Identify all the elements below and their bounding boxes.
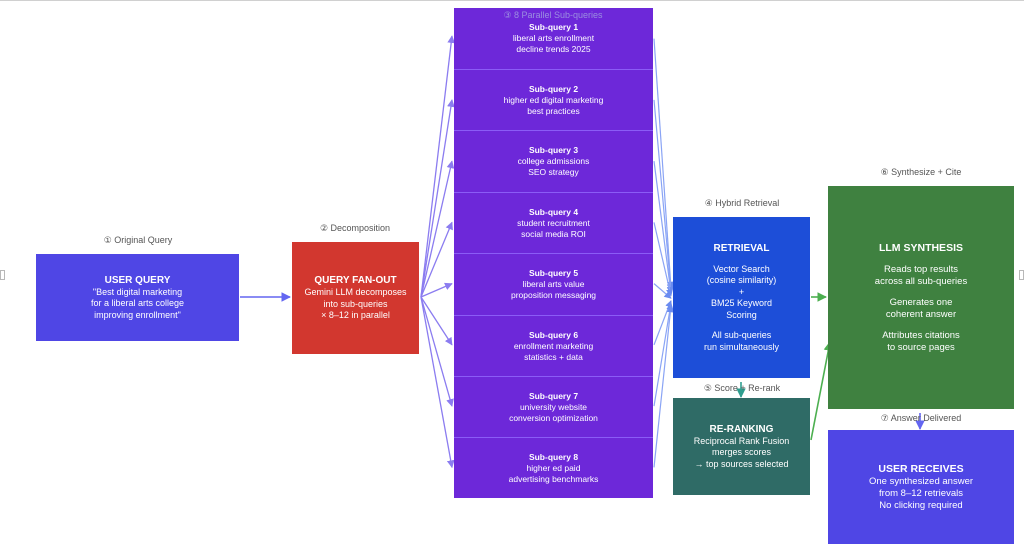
merge-arrow [653,38,675,289]
merge-arrow [653,305,674,468]
synth-line: Reads top results [884,263,958,275]
subquery-title: Sub-query 8 [528,451,579,462]
retrieval-line: + [738,286,745,297]
fanout-arrow [420,35,456,298]
step-label-answer-delivered: ⑦ Answer Delivered [880,413,962,423]
subquery-title: Sub-query 5 [528,268,579,278]
subquery-title: Sub-query 2 [528,83,579,94]
user-query-title: USER QUERY [104,274,171,286]
subquery-line: higher ed paid [526,462,581,473]
subquery-line: college admissions [517,156,590,166]
subqueries-panel: Sub-query 1 liberal arts enrollment decl… [454,8,653,498]
subquery-line: university website [519,401,588,412]
subquery-line: liberal arts enrollment [512,33,595,43]
subquery-card-4[interactable]: Sub-query 4 student recruitment social m… [454,192,653,253]
retrieval-box[interactable]: RETRIEVAL Vector Search (cosine similari… [673,217,810,378]
receives-title: USER RECEIVES [878,462,964,475]
fanout-line: × 8–12 in parallel [321,310,390,321]
subquery-line: proposition messaging [510,290,597,300]
synth-line: Attributes citations [882,329,960,341]
fanout-arrow [420,296,453,346]
subquery-line: decline trends 2025 [516,44,591,54]
merge-arrow [653,222,674,297]
rerank-line: → top sources selected [694,458,789,469]
subquery-line: social media ROI [521,228,586,239]
fanout-line: Gemini LLM decomposes [304,287,407,298]
user-query-box[interactable]: USER QUERY "Best digital marketing for a… [36,254,239,341]
merge-arrow [653,300,673,346]
subquery-title: Sub-query 3 [528,145,579,155]
step-label-hybrid-retrieval: ④ Hybrid Retrieval [704,198,780,208]
left-edge-handle[interactable] [0,270,5,280]
fanout-arrow [420,221,453,298]
merge-arrows [653,38,675,468]
subquery-line: SEO strategy [528,167,579,177]
fanout-arrow [420,296,454,407]
llm-synthesis-box[interactable]: LLM SYNTHESIS Reads top results across a… [828,186,1014,409]
fanout-arrow [420,99,455,298]
user-query-line: "Best digital marketing [92,286,183,297]
fanout-arrow [420,282,453,298]
user-receives-box[interactable]: USER RECEIVES One synthesized answer fro… [828,430,1014,544]
retrieval-line: Vector Search [713,263,770,274]
reranking-box[interactable]: RE-RANKING Reciprocal Rank Fusion merges… [673,398,810,495]
step-label-decomposition: ② Decomposition [319,223,391,233]
fanout-title: QUERY FAN-OUT [314,275,397,287]
retrieval-line: Scoring [726,309,757,320]
step-label-synthesize-cite: ⑥ Synthesize + Cite [880,167,962,177]
subquery-line: advertising benchmarks [508,473,599,484]
subquery-card-6[interactable]: Sub-query 6 enrollment marketing statist… [454,315,653,376]
step-label-score-rerank: ⑤ Score + Re-rank [703,383,781,393]
fanout-arrows [420,35,456,469]
subquery-line: student recruitment [517,217,590,228]
step-label-original-query: ① Original Query [103,235,173,245]
retrieval-line: All sub-queries [711,330,772,341]
merge-arrow [653,283,672,299]
subquery-title: Sub-query 1 [528,22,579,32]
subquery-line: conversion optimization [509,412,598,423]
query-fanout-box[interactable]: QUERY FAN-OUT Gemini LLM decomposes into… [292,242,419,354]
subquery-card-3[interactable]: Sub-query 3 college admissions SEO strat… [454,130,653,192]
user-query-line: for a liberal arts college [90,298,185,309]
synth-line: to source pages [887,341,955,353]
retrieval-line: (cosine similarity) [706,275,777,286]
subquery-line: statistics + data [524,351,583,362]
merge-arrow [653,161,674,294]
retrieval-line: run simultaneously [703,341,780,352]
rerank-line: merges scores [711,447,772,458]
fanout-line: into sub-queries [323,298,388,309]
retrieval-line: BM25 Keyword [710,298,773,309]
merge-arrow [653,99,675,292]
rerank-title: RE-RANKING [709,423,774,435]
synth-title: LLM SYNTHESIS [878,241,963,254]
subquery-title: Sub-query 4 [528,206,579,217]
arrow-rerank-to-synth [810,341,834,441]
subquery-line: best practices [527,105,580,116]
subquery-card-5[interactable]: Sub-query 5 liberal arts value propositi… [454,253,653,315]
subquery-line: higher ed digital marketing [503,94,604,105]
subquery-title: Sub-query 6 [528,329,579,340]
user-query-line: improving enrollment" [94,309,181,320]
subquery-card-1[interactable]: Sub-query 1 liberal arts enrollment decl… [454,8,653,69]
rerank-line: Reciprocal Rank Fusion [693,435,790,446]
subquery-line: enrollment marketing [513,340,594,351]
subquery-card-7[interactable]: Sub-query 7 university website conversio… [454,376,653,437]
synth-line: coherent answer [885,308,957,320]
step-label-parallel-subqueries: ③ 8 Parallel Sub-queries [503,10,603,20]
receives-line: from 8–12 retrievals [879,487,963,499]
merge-arrow [653,302,674,407]
subquery-card-2[interactable]: Sub-query 2 higher ed digital marketing … [454,69,653,130]
retrieval-title: RETRIEVAL [713,242,770,254]
synth-line: Generates one [889,296,953,308]
synth-line: across all sub-queries [874,275,968,287]
subquery-card-8[interactable]: Sub-query 8 higher ed paid advertising b… [454,437,653,498]
fanout-arrow [420,160,455,298]
fanout-arrow [420,296,455,469]
top-border-line [0,0,1024,1]
receives-line: One synthesized answer [868,475,974,487]
subquery-title: Sub-query 7 [528,390,579,401]
subquery-line: liberal arts value [522,279,585,289]
receives-line: No clicking required [879,499,963,511]
